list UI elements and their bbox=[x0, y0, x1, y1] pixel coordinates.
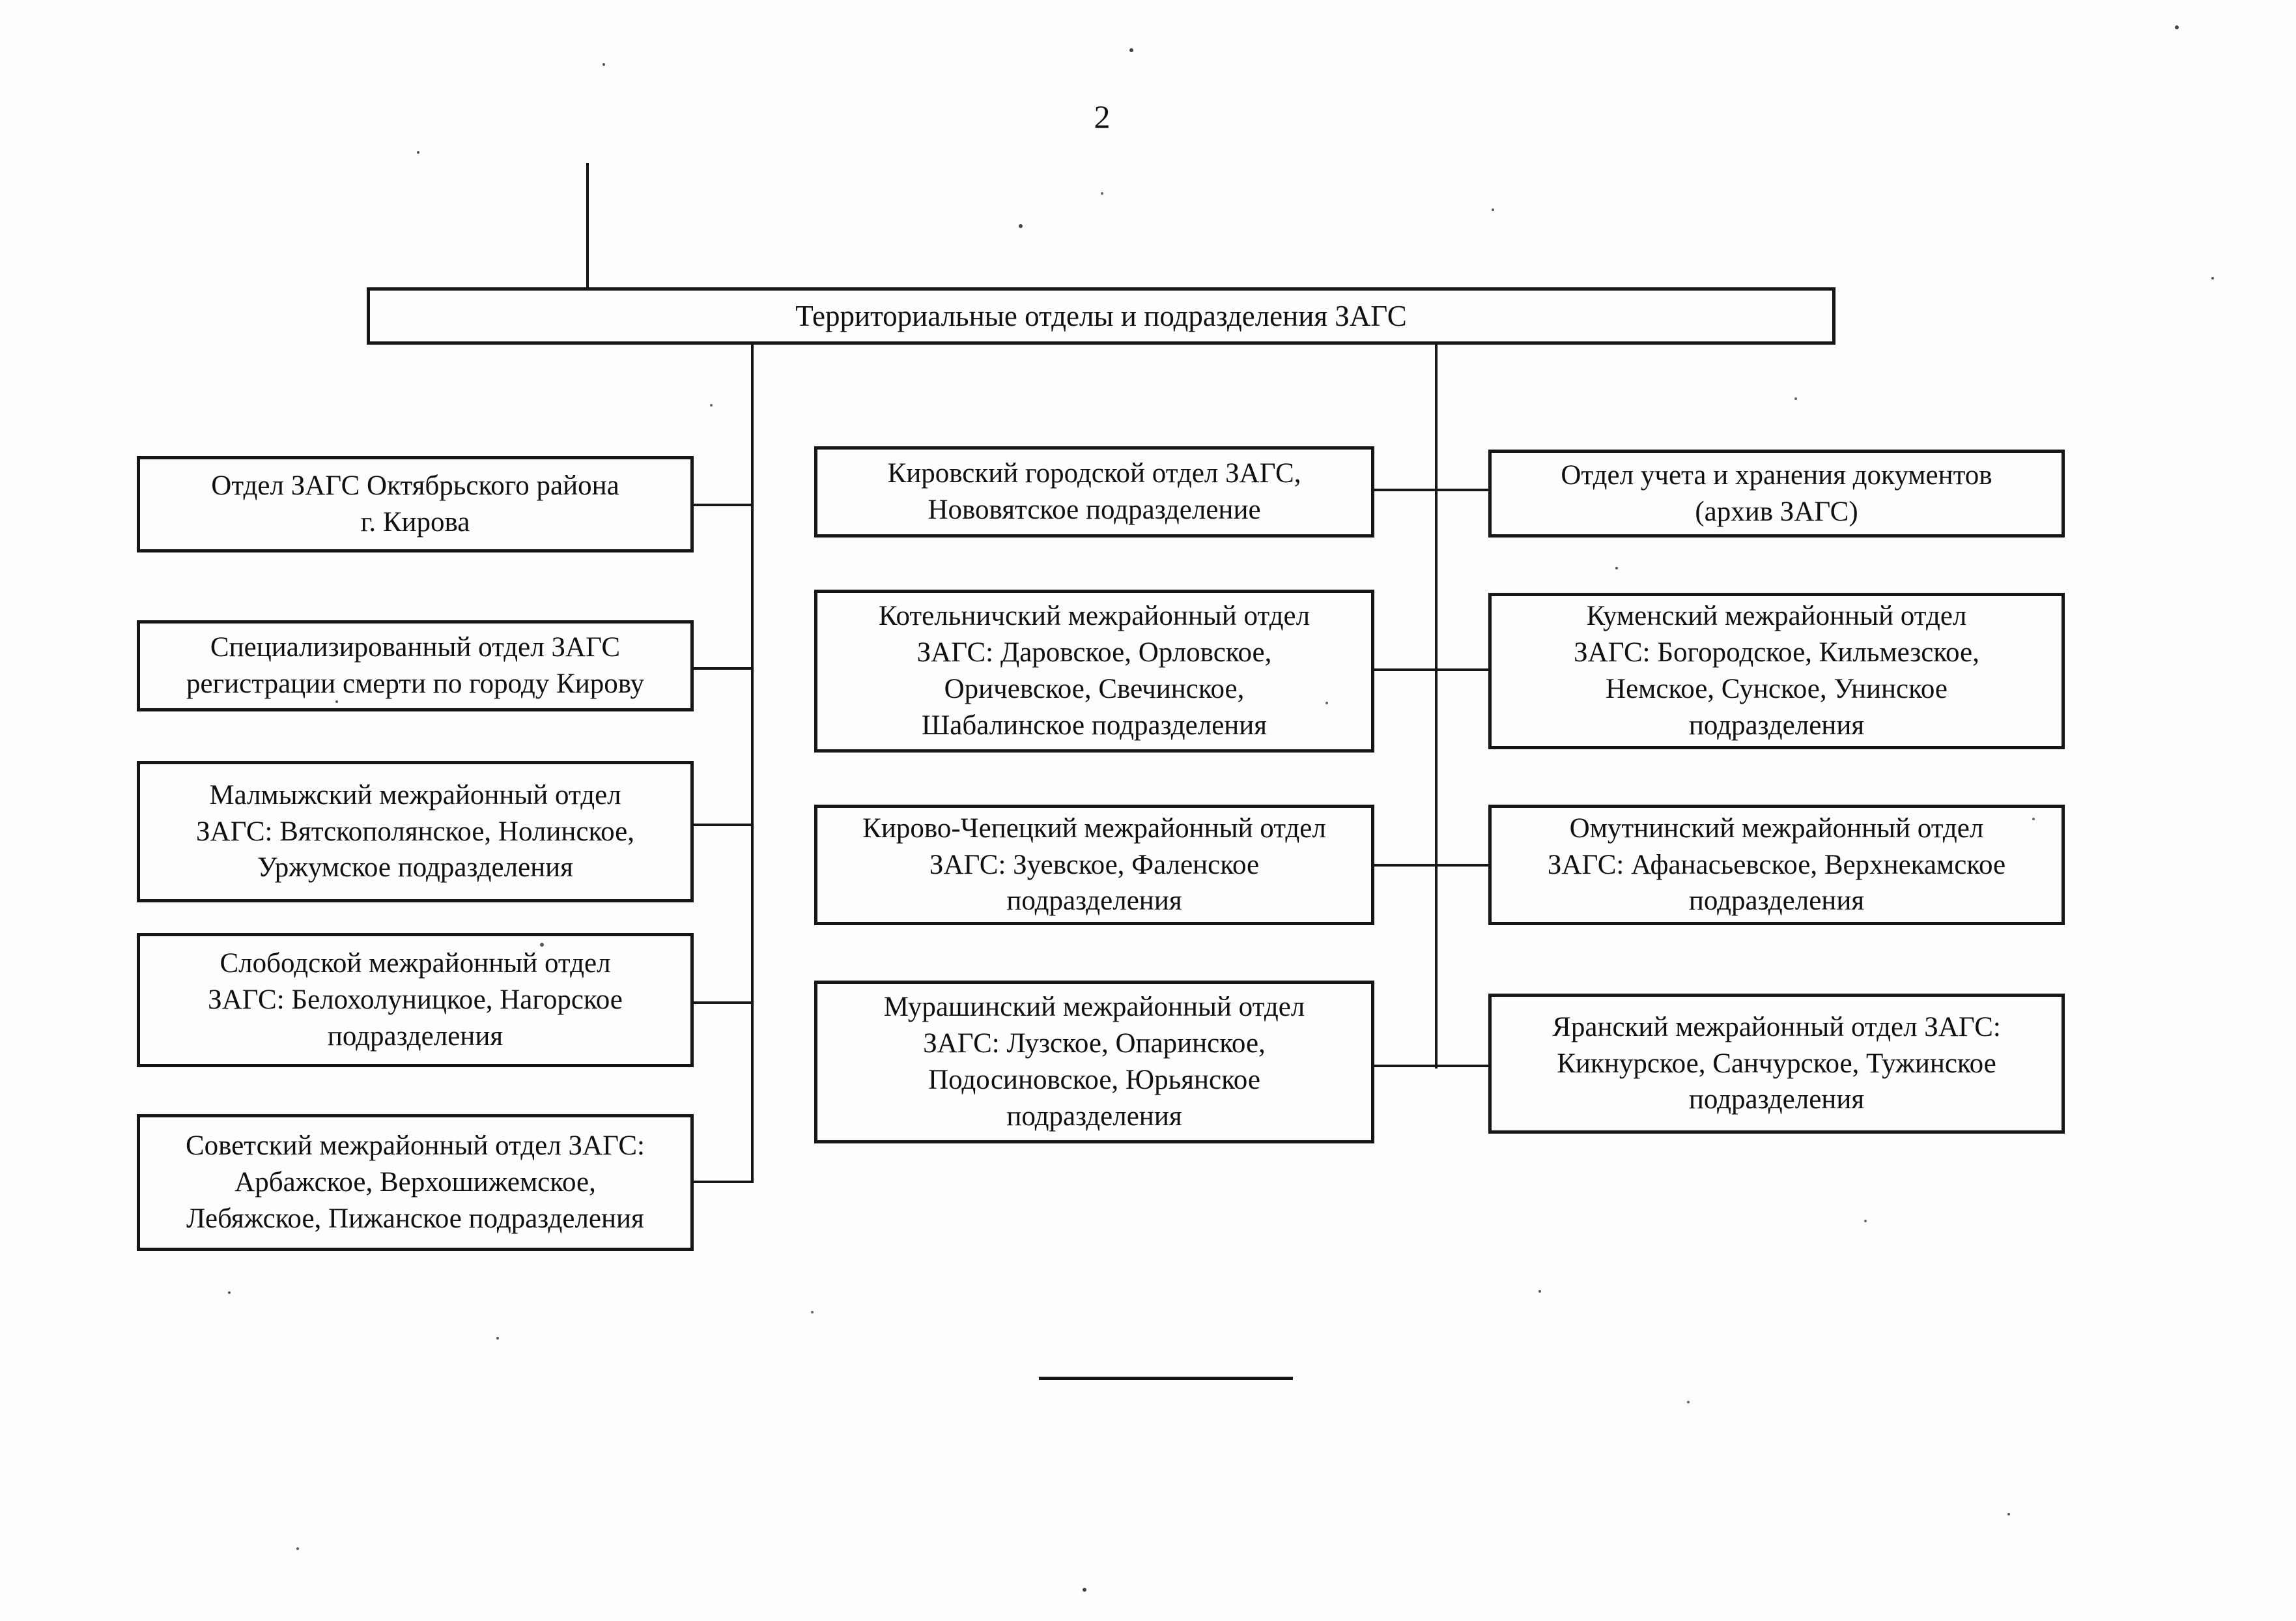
org-box-yaransky: Яранский межрайонный отдел ЗАГС: Кикнурс… bbox=[1488, 994, 2065, 1134]
connector-stub-left-4 bbox=[692, 1001, 752, 1004]
connector-stub-left-1 bbox=[692, 504, 752, 506]
org-box-otdel-oktyabrsky-rayon: Отдел ЗАГС Октябрьского района г. Кирова bbox=[137, 456, 694, 552]
org-box-omutninsky: Омутнинский межрайонный отдел ЗАГС: Афан… bbox=[1488, 805, 2065, 925]
connector-stub-left-3 bbox=[692, 824, 752, 826]
org-box-slobodskoy: Слободской межрайонный отдел ЗАГС: Белох… bbox=[137, 933, 694, 1067]
bottom-rule bbox=[1039, 1377, 1293, 1380]
org-box-otdel-ucheta-arkhiv: Отдел учета и хранения документов (архив… bbox=[1488, 450, 2065, 538]
connector-left-trunk bbox=[751, 344, 754, 1183]
scan-noise bbox=[0, 0, 3, 3]
org-box-root-territorial-otdely: Территориальные отделы и подразделения З… bbox=[367, 287, 1835, 345]
connector-row-middle-right-4 bbox=[1373, 1065, 1490, 1067]
org-box-kotelnichsky: Котельничский межрайонный отдел ЗАГС: Да… bbox=[814, 590, 1374, 753]
connector-right-trunk bbox=[1435, 344, 1438, 1069]
org-box-kirovsky-gorodskoy: Кировский городской отдел ЗАГС, Нововятс… bbox=[814, 446, 1374, 538]
page-number: 2 bbox=[1094, 98, 1111, 135]
org-box-kumensky: Куменский межрайонный отдел ЗАГС: Богоро… bbox=[1488, 593, 2065, 749]
connector-row-middle-right-2 bbox=[1373, 668, 1490, 671]
org-box-kirovo-chepetsky: Кирово-Чепецкий межрайонный отдел ЗАГС: … bbox=[814, 805, 1374, 925]
connector-top-vertical bbox=[586, 163, 589, 287]
org-box-murashinsky: Мурашинский межрайонный отдел ЗАГС: Лузс… bbox=[814, 981, 1374, 1143]
org-box-spets-otdel-registratsii-smerti: Специализированный отдел ЗАГС регистраци… bbox=[137, 620, 694, 711]
connector-stub-left-5 bbox=[692, 1181, 752, 1183]
connector-row-middle-right-3 bbox=[1373, 864, 1490, 867]
org-box-malmyzhsky: Малмыжский межрайонный отдел ЗАГС: Вятск… bbox=[137, 761, 694, 902]
connector-row-middle-right-1 bbox=[1373, 489, 1490, 491]
connector-stub-left-2 bbox=[692, 667, 752, 670]
org-box-sovetsky: Советский межрайонный отдел ЗАГС: Арбажс… bbox=[137, 1114, 694, 1251]
